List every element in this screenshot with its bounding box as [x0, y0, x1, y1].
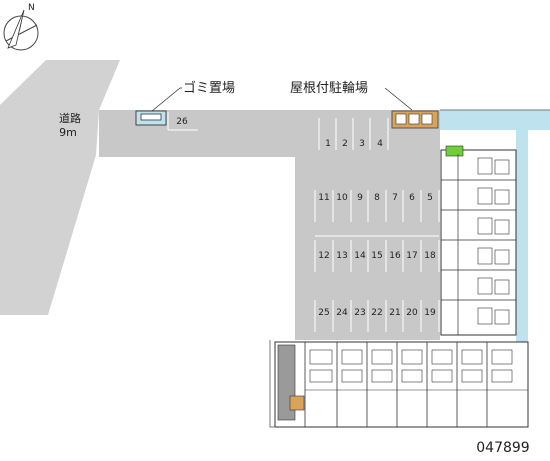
parking-space-20: 20: [406, 308, 418, 318]
garbage-station: [135, 110, 167, 126]
property-code: 047899: [476, 440, 529, 456]
north-arrow-icon: N: [3, 3, 39, 51]
parking-space-15: 15: [371, 251, 382, 261]
road: [0, 60, 120, 315]
parking-space-2: 2: [342, 139, 348, 149]
parking-space-10: 10: [336, 193, 348, 203]
road-label: 道路: [59, 111, 81, 125]
parking-space-11: 11: [318, 193, 329, 203]
parking-space-26: 26: [176, 117, 188, 127]
parking-space-16: 16: [389, 251, 401, 261]
parking-space-22: 22: [371, 308, 382, 318]
parking-lot: [99, 110, 440, 340]
parking-space-7: 7: [392, 193, 398, 203]
parking-space-9: 9: [357, 193, 363, 203]
parking-space-19: 19: [424, 308, 436, 318]
parking-space-17: 17: [406, 251, 417, 261]
parking-space-4: 4: [377, 139, 383, 149]
south-building: [274, 341, 529, 428]
parking-space-8: 8: [374, 193, 380, 203]
parking-space-5: 5: [427, 193, 433, 203]
parking-space-14: 14: [354, 251, 366, 261]
bike-parking-label: 屋根付駐輪場: [290, 80, 368, 96]
garbage-label: ゴミ置場: [183, 80, 235, 96]
parking-space-13: 13: [336, 251, 347, 261]
parking-space-12: 12: [318, 251, 329, 261]
parking-space-18: 18: [424, 251, 436, 261]
road-width-label: 9m: [59, 126, 77, 139]
parking-space-6: 6: [409, 193, 415, 203]
water-channel: [440, 110, 550, 342]
parking-space-3: 3: [359, 139, 365, 149]
parking-space-1: 1: [325, 139, 331, 149]
bike-parking: [391, 110, 439, 129]
parking-space-24: 24: [336, 308, 348, 318]
parking-space-23: 23: [354, 308, 365, 318]
parking-space-21: 21: [389, 308, 400, 318]
parking-space-25: 25: [318, 308, 329, 318]
svg-text:N: N: [28, 3, 35, 13]
east-building: [440, 145, 517, 336]
